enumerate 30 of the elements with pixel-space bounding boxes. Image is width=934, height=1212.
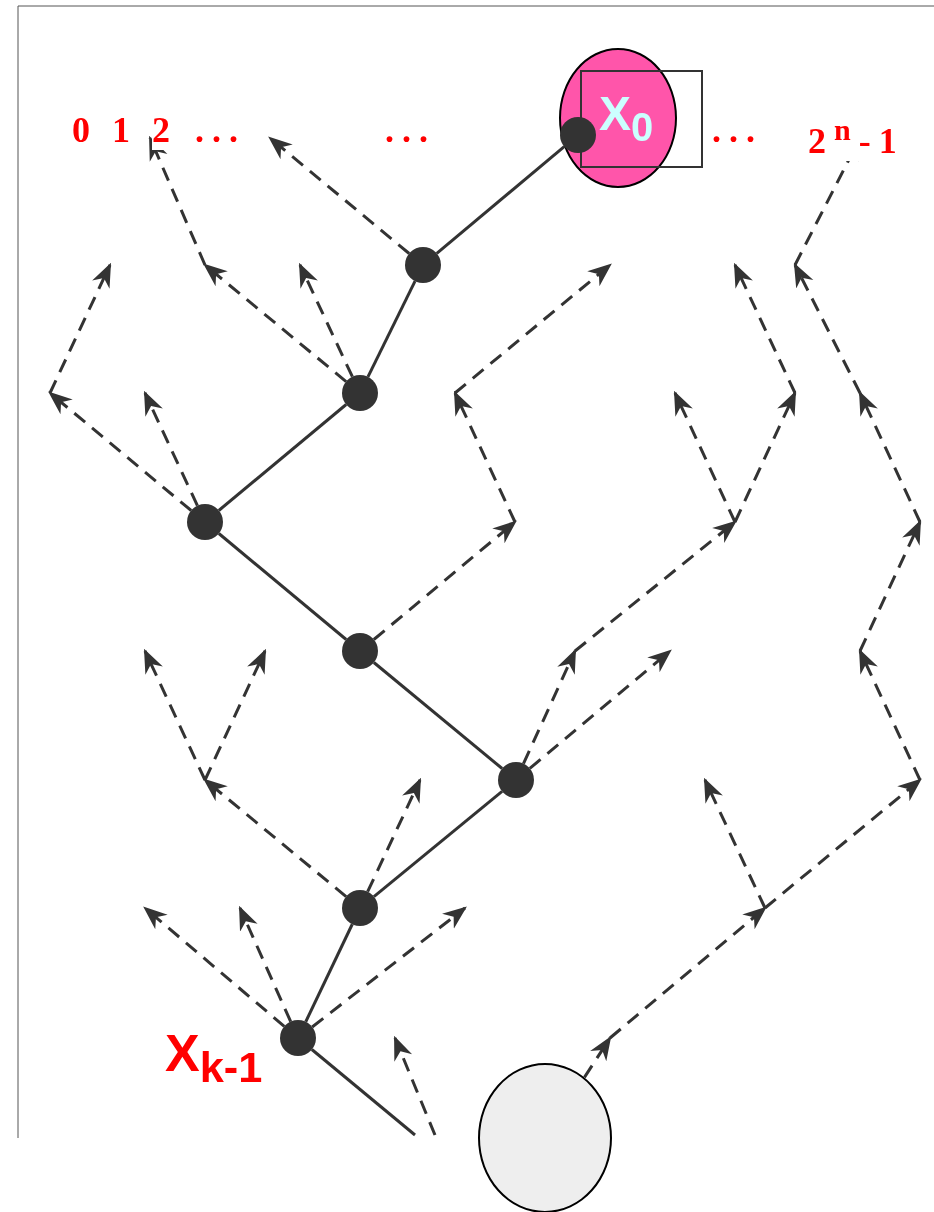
path-dot xyxy=(187,504,223,540)
arrow xyxy=(528,649,672,770)
arrow xyxy=(268,136,411,255)
line xyxy=(372,790,504,898)
path-dot xyxy=(498,762,534,798)
arrow xyxy=(203,263,348,383)
line xyxy=(372,661,504,770)
arrow xyxy=(143,390,199,507)
arrow xyxy=(522,648,577,765)
arrow xyxy=(311,906,467,1029)
path-dot xyxy=(342,375,378,411)
line xyxy=(217,532,348,641)
arrow xyxy=(143,906,286,1028)
node-label: X$_{0}$ xyxy=(599,88,654,151)
arrow xyxy=(298,262,354,378)
path-dot xyxy=(342,890,378,926)
line xyxy=(304,923,354,1023)
arrow xyxy=(203,778,348,898)
arrow xyxy=(583,1036,612,1079)
arrow xyxy=(366,777,422,893)
path-dot xyxy=(342,633,378,669)
path-dot xyxy=(280,1020,316,1056)
line xyxy=(217,403,348,512)
arrow xyxy=(372,520,517,641)
variable-label: X$_{k-1}$ xyxy=(165,1025,263,1094)
arrow xyxy=(238,905,293,1023)
line xyxy=(310,1048,416,1137)
path-dot xyxy=(405,247,441,283)
arrow xyxy=(48,391,193,512)
line xyxy=(366,280,417,378)
